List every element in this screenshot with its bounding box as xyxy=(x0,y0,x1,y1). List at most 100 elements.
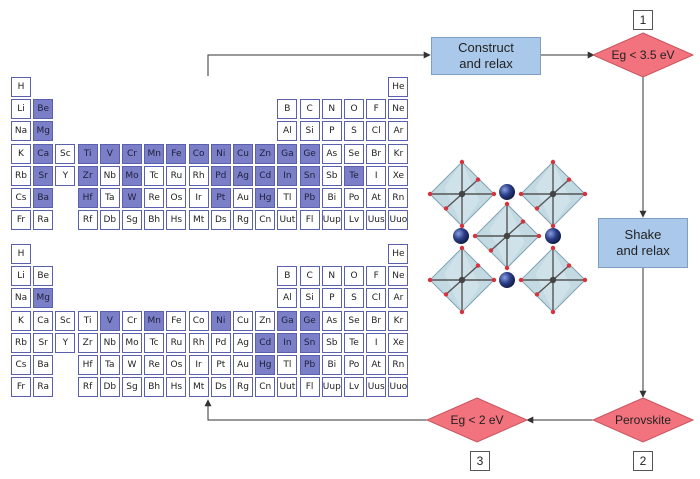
top-table-cell-V: V xyxy=(99,143,120,164)
anion-atom-4-3 xyxy=(518,277,524,283)
top-table-cell-Cl: Cl xyxy=(366,121,387,142)
bond-1-4 xyxy=(552,179,570,195)
bottom-table-cell-Kr: Kr xyxy=(388,310,409,331)
top-table-cell-Bi: Bi xyxy=(321,188,342,208)
top-table-cell-Li: Li xyxy=(11,99,31,120)
top-table-cell-Sg: Sg xyxy=(122,210,142,231)
bottom-table-cell-Mg: Mg xyxy=(33,288,54,309)
top-table-cell-Ti: Ti xyxy=(77,143,98,164)
top-table-cell-Ra: Ra xyxy=(33,210,54,231)
bottom-table-cell-Uuo: Uuo xyxy=(388,377,409,398)
bottom-table-cell-Br: Br xyxy=(366,310,387,331)
bottom-table-cell-He: He xyxy=(388,244,409,264)
bottom-table-cell-V: V xyxy=(99,310,120,331)
bottom-table-cell-W: W xyxy=(122,355,142,375)
top-table-cell-Cn: Cn xyxy=(255,210,276,231)
top-table-cell-K: K xyxy=(11,143,31,164)
bottom-table-cell-Ba: Ba xyxy=(33,355,54,375)
top-table-cell-Ds: Ds xyxy=(210,210,231,231)
top-table-cell-Rb: Rb xyxy=(11,165,31,186)
bottom-table-cell-Sg: Sg xyxy=(122,377,142,398)
top-table-cell-H: H xyxy=(11,77,31,97)
step-number-3: 3 xyxy=(470,451,490,471)
anion-atom-0-2 xyxy=(459,223,465,229)
top-table-cell-Fl: Fl xyxy=(299,210,320,231)
bond-4-5 xyxy=(536,279,554,295)
bottom-table-cell-Ta: Ta xyxy=(99,355,120,375)
top-table-cell-Ge: Ge xyxy=(299,143,320,164)
top-table-cell-Mt: Mt xyxy=(188,210,209,231)
top-table-cell-Hg: Hg xyxy=(255,188,276,208)
top-table-cell-Cu: Cu xyxy=(233,143,253,164)
bottom-table-cell-Hs: Hs xyxy=(166,377,187,398)
bottom-table-cell-Mt: Mt xyxy=(188,377,209,398)
top-table-cell-Rf: Rf xyxy=(77,210,98,231)
shake-relax-box: Shake and relax xyxy=(598,218,688,268)
top-table-cell-C: C xyxy=(299,99,320,120)
bottom-table-cell-Lv: Lv xyxy=(344,377,364,398)
bottom-table-cell-Zn: Zn xyxy=(255,310,276,331)
top-table-cell-Db: Db xyxy=(99,210,120,231)
bottom-table-cell-F: F xyxy=(366,266,387,287)
top-table-cell-Xe: Xe xyxy=(388,165,409,186)
top-table-cell-S: S xyxy=(344,121,364,142)
anion-atom-2-4 xyxy=(520,219,526,224)
bottom-table-cell-Sc: Sc xyxy=(55,310,76,331)
anion-atom-4-1 xyxy=(582,277,588,283)
top-table-cell-Zn: Zn xyxy=(255,143,276,164)
top-table-cell-Os: Os xyxy=(166,188,187,208)
top-table-cell-Mn: Mn xyxy=(144,143,165,164)
bottom-table-cell-Mn: Mn xyxy=(144,310,165,331)
metal-atom-2 xyxy=(503,232,511,240)
top-table-cell-Re: Re xyxy=(144,188,165,208)
shake-relax-label: Shake and relax xyxy=(616,227,670,258)
bottom-table-cell-Ga: Ga xyxy=(277,310,298,331)
top-table-cell-Ne: Ne xyxy=(388,99,409,120)
step-number-1: 1 xyxy=(633,10,653,30)
top-table-cell-Kr: Kr xyxy=(388,143,409,164)
bottom-table-cell-Xe: Xe xyxy=(388,332,409,353)
bottom-table-cell-Fr: Fr xyxy=(11,377,31,398)
a-site-cation-0 xyxy=(499,184,515,200)
bottom-table-cell-Ru: Ru xyxy=(166,332,187,353)
bottom-table-cell-Rn: Rn xyxy=(388,355,409,375)
top-table-cell-B: B xyxy=(277,99,298,120)
bottom-table-cell-Ir: Ir xyxy=(188,355,209,375)
bond-2-4 xyxy=(506,221,524,237)
top-table-cell-Uuo: Uuo xyxy=(388,210,409,231)
a-site-cation-1 xyxy=(453,228,469,244)
bond-0-5 xyxy=(445,193,463,209)
bottom-table-cell-Rg: Rg xyxy=(233,377,253,398)
top-table-cell-Ir: Ir xyxy=(188,188,209,208)
bottom-table-cell-Pb: Pb xyxy=(299,355,320,375)
anion-atom-0-0 xyxy=(459,159,465,165)
diamond-eg-3.5 xyxy=(591,32,695,78)
bottom-table-cell-S: S xyxy=(344,288,364,309)
anion-atom-1-1 xyxy=(582,191,588,197)
perovskite-label: Perovskite xyxy=(614,413,672,427)
eg-2-label: Eg < 2 eV xyxy=(450,413,504,427)
diamond-perovskite xyxy=(591,397,695,443)
top-table-cell-Hf: Hf xyxy=(77,188,98,208)
top-table-cell-Na: Na xyxy=(11,121,31,142)
bottom-table-cell-Ag: Ag xyxy=(233,332,253,353)
bottom-table-cell-Cu: Cu xyxy=(233,310,253,331)
bottom-table-cell-Ne: Ne xyxy=(388,266,409,287)
bottom-table-cell-Na: Na xyxy=(11,288,31,309)
top-table-cell-Ag: Ag xyxy=(233,165,253,186)
construct-relax-box: Construct and relax xyxy=(431,37,541,75)
top-table-cell-Cd: Cd xyxy=(255,165,276,186)
anion-atom-1-5 xyxy=(534,206,540,211)
top-table-cell-Ar: Ar xyxy=(388,121,409,142)
bond-4-4 xyxy=(552,265,570,281)
perovskite-structure-image xyxy=(427,159,588,315)
top-table-cell-Rh: Rh xyxy=(188,165,209,186)
bond-3-4 xyxy=(461,265,479,281)
bottom-table-cell-Ds: Ds xyxy=(210,377,231,398)
bottom-table-cell-Au: Au xyxy=(233,355,253,375)
bond-2-5 xyxy=(490,235,508,251)
top-table-cell-Sc: Sc xyxy=(55,143,76,164)
bottom-table-cell-Ti: Ti xyxy=(77,310,98,331)
top-table-cell-At: At xyxy=(366,188,387,208)
